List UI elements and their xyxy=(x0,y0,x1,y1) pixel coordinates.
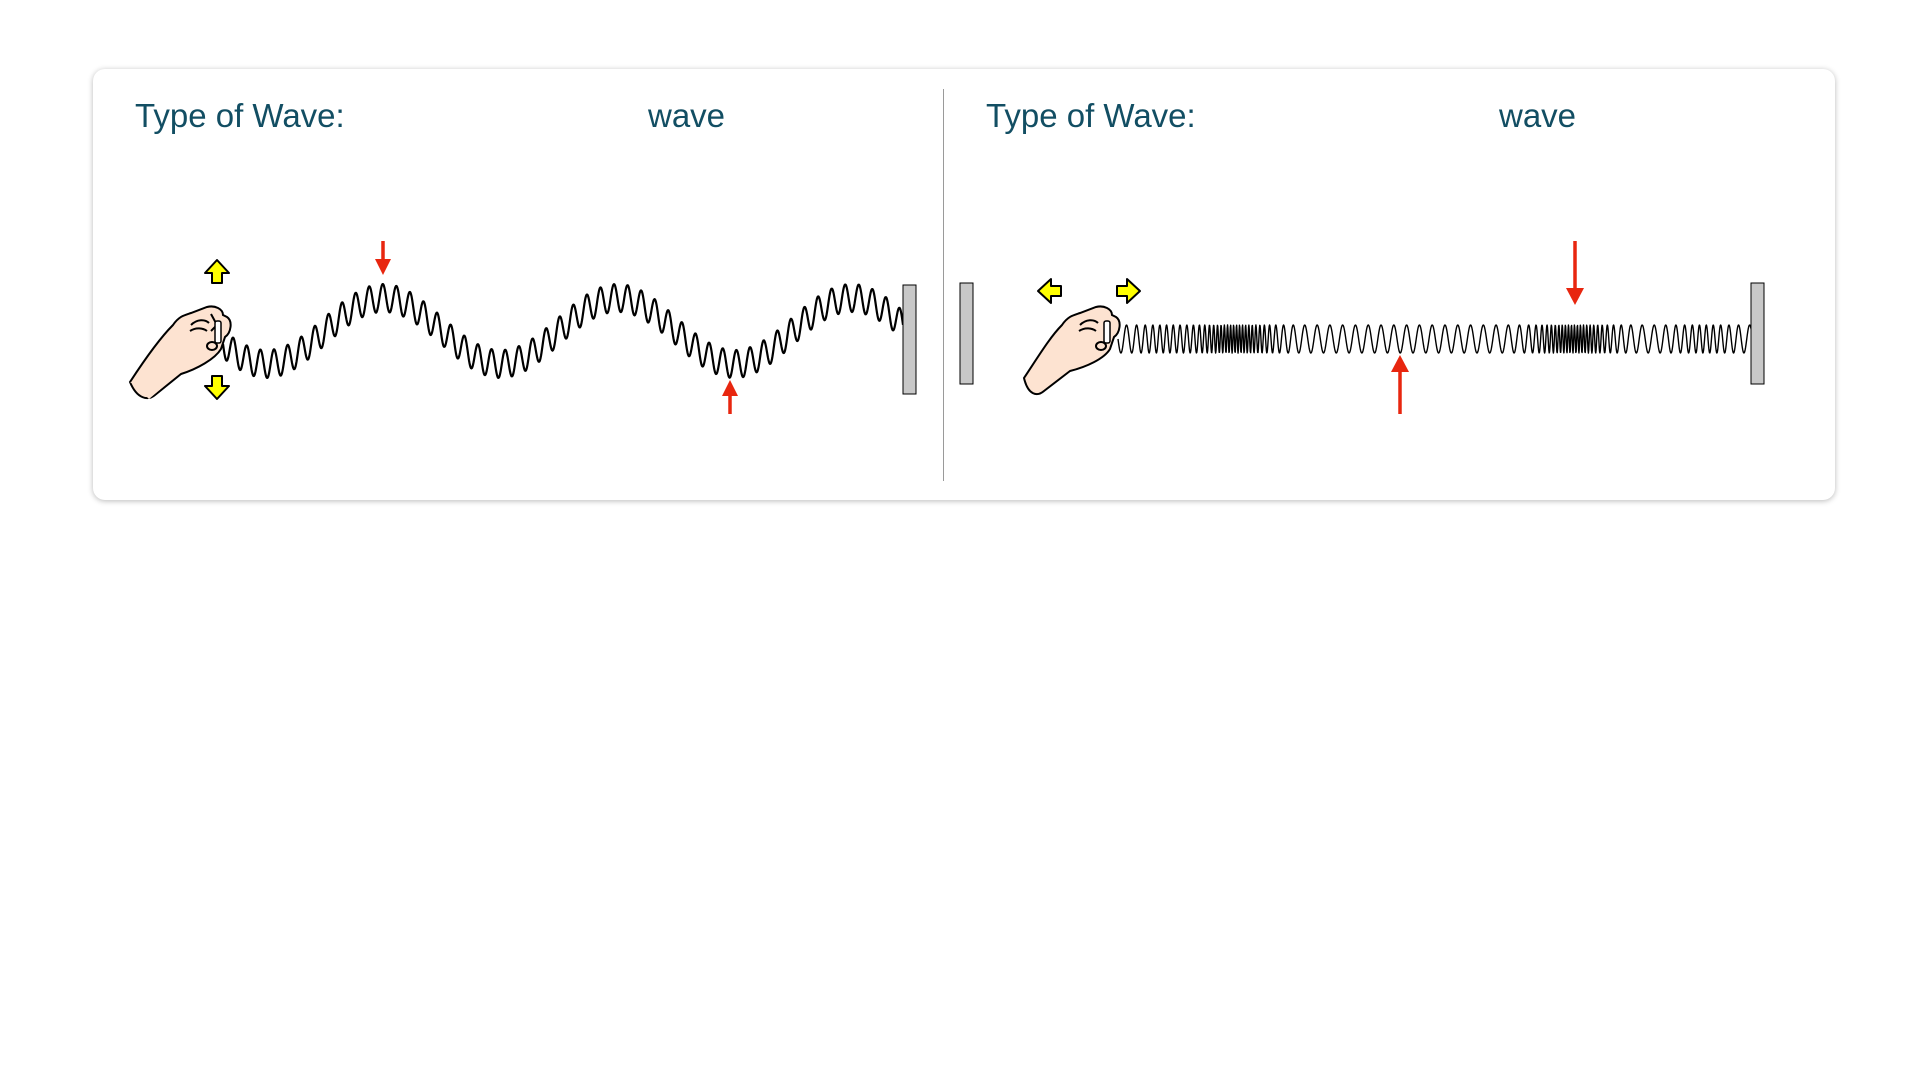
hand-icon xyxy=(1022,305,1121,396)
wall-right xyxy=(1750,282,1765,385)
type-of-wave-label: Type of Wave: xyxy=(986,97,1196,134)
wall xyxy=(902,284,917,395)
wave-type-answer: wave xyxy=(648,97,726,134)
wave-comparison-card: Type of Wave: wave xyxy=(93,69,1835,500)
longitudinal-wave xyxy=(1117,324,1752,354)
crest-marker-arrow xyxy=(375,241,391,275)
compression-marker-arrow xyxy=(1566,241,1584,305)
panel-transverse: Type of Wave: wave xyxy=(93,69,943,500)
wave-type-answer: wave xyxy=(1499,97,1577,134)
panel-longitudinal: Type of Wave: wave xyxy=(944,69,1794,500)
panel-divider xyxy=(943,89,944,481)
transverse-wave xyxy=(221,283,905,379)
arrow-left-icon xyxy=(1037,278,1062,304)
arrow-down-icon xyxy=(204,375,230,400)
arrow-right-icon xyxy=(1116,278,1141,304)
longitudinal-wave-diagram xyxy=(959,241,1765,414)
arrow-up-icon xyxy=(204,259,230,284)
rarefaction-marker-arrow xyxy=(1391,355,1409,414)
hand-icon xyxy=(128,305,232,400)
trough-marker-arrow xyxy=(722,380,738,414)
transverse-wave-diagram xyxy=(128,241,917,414)
type-of-wave-label: Type of Wave: xyxy=(135,97,345,134)
wall-left xyxy=(959,282,974,385)
